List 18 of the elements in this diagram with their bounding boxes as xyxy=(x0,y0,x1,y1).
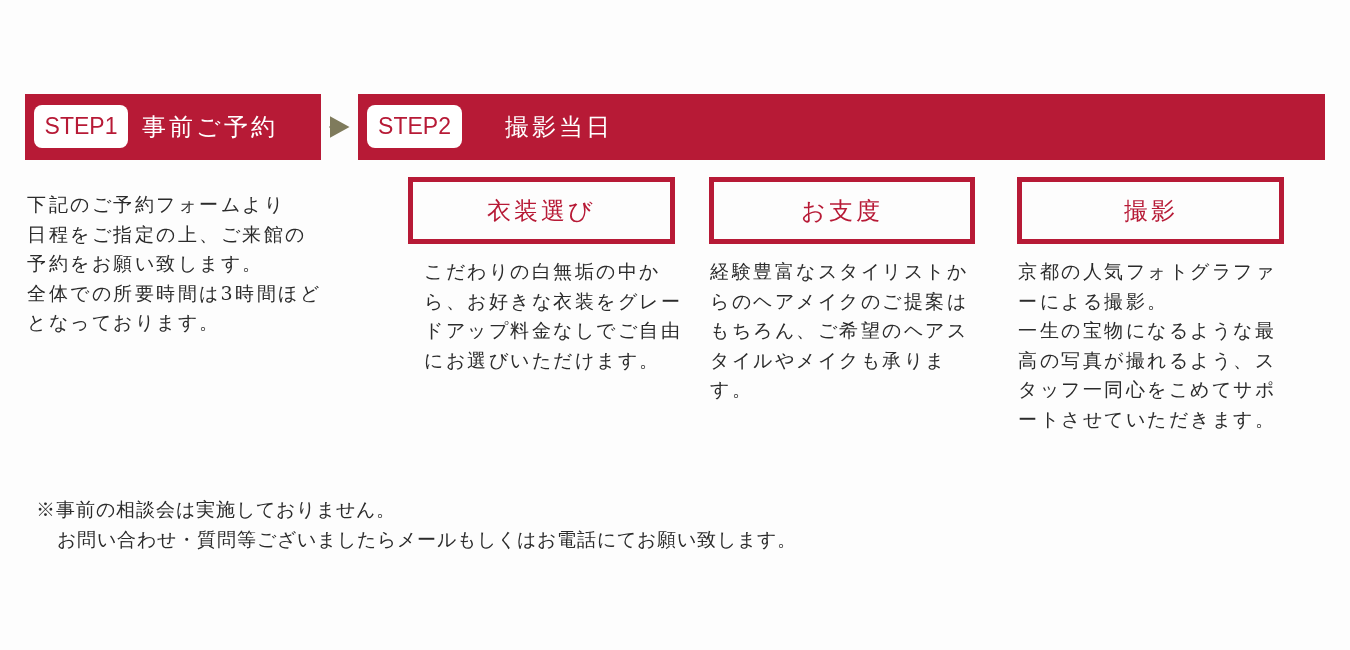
description-text: 京都の人気フォトグラファーによる撮影。 xyxy=(1018,259,1277,314)
process-box: お支度 xyxy=(709,177,975,244)
step-banner xyxy=(25,94,321,160)
note-text: ※事前の相談会は実施しておりません。 xyxy=(36,497,396,522)
description-text: こだわりの白無垢の中から、お好きな衣装をグレードアップ料金なしでご自由にお選びいただけます。 xyxy=(424,259,683,373)
step-badge: STEP1 xyxy=(34,105,128,148)
description-text: 一生の宝物になるような最高の写真が撮れるよう、スタッフ一同心をこめてサポートさせていただきます。 xyxy=(1018,318,1277,432)
step-badge: STEP2 xyxy=(367,105,462,148)
step-banner xyxy=(358,94,1325,160)
note-text: お問い合わせ・質問等ございましたらメールもしくはお電話にてお願い致します。 xyxy=(57,527,797,552)
description-text: 下記のご予約フォームより xyxy=(27,192,286,217)
step-heading: 事前ご予約 xyxy=(142,112,278,142)
process-box: 撮影 xyxy=(1017,177,1284,244)
process-box: 衣装選び xyxy=(408,177,675,244)
step-heading: 撮影当日 xyxy=(505,112,613,142)
description-text: 経験豊富なスタイリストからのヘアメイクのご提案はもちろん、ご希望のヘアスタイルやメイクも承ります。 xyxy=(710,259,969,402)
description-text: 日程をご指定の上、ご来館の予約をお願い致します。 xyxy=(27,221,308,276)
description-text: 全体での所要時間は3時間ほどとなっております。 xyxy=(27,280,323,335)
